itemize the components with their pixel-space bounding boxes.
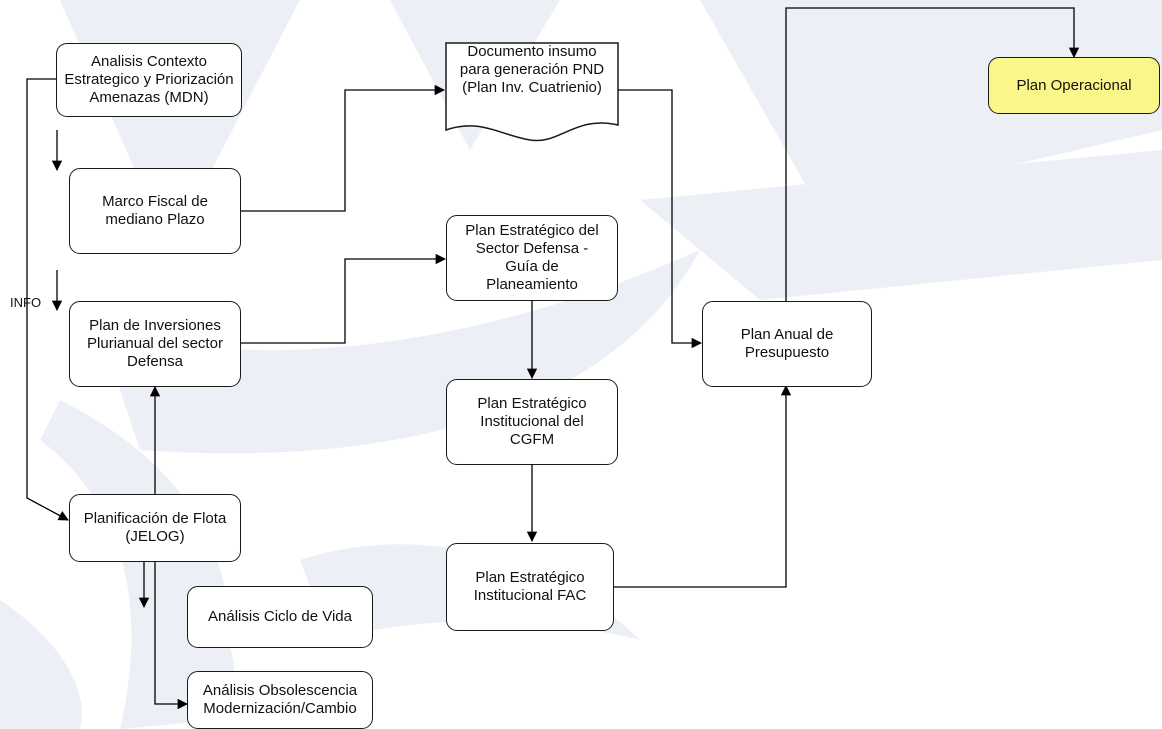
connector-anual-to-operacional: [785, 7, 1080, 301]
connector-documento-to-anual: [618, 89, 703, 349]
node-plan-anual-presupuesto: Plan Anual de Presupuesto: [702, 301, 872, 387]
node-analisis-obsolescencia: Análisis Obsolescencia Modernización/Cam…: [187, 671, 373, 729]
node-plan-estrategico-cgfm: Plan Estratégico Institucional del CGFM: [446, 379, 618, 465]
node-plan-operacional: Plan Operacional: [988, 57, 1160, 114]
node-analisis-ciclo-vida: Análisis Ciclo de Vida: [187, 586, 373, 648]
connector-flota-to-obsolescencia: [154, 562, 189, 710]
connector-fac-to-anual: [614, 384, 792, 588]
node-planificacion-flota: Planificación de Flota (JELOG): [69, 494, 241, 562]
node-plan-estrategico-fac: Plan Estratégico Institucional FAC: [446, 543, 614, 631]
connector-inversiones-to-sector: [241, 253, 447, 344]
connector-info-to-flota: [26, 78, 69, 521]
node-plan-inversiones: Plan de Inversiones Plurianual del secto…: [69, 301, 241, 387]
connector-marco-to-documento: [241, 84, 446, 212]
node-analisis-contexto: Analisis Contexto Estrategico y Prioriza…: [56, 43, 242, 117]
node-plan-estrategico-sector: Plan Estratégico del Sector Defensa - Gu…: [446, 215, 618, 301]
node-documento-insumo-text: Documento insumo para generación PND (Pl…: [459, 43, 605, 96]
info-label: INFO: [10, 295, 42, 310]
document-shape: [445, 42, 619, 142]
node-marco-fiscal: Marco Fiscal de mediano Plazo: [69, 168, 241, 254]
